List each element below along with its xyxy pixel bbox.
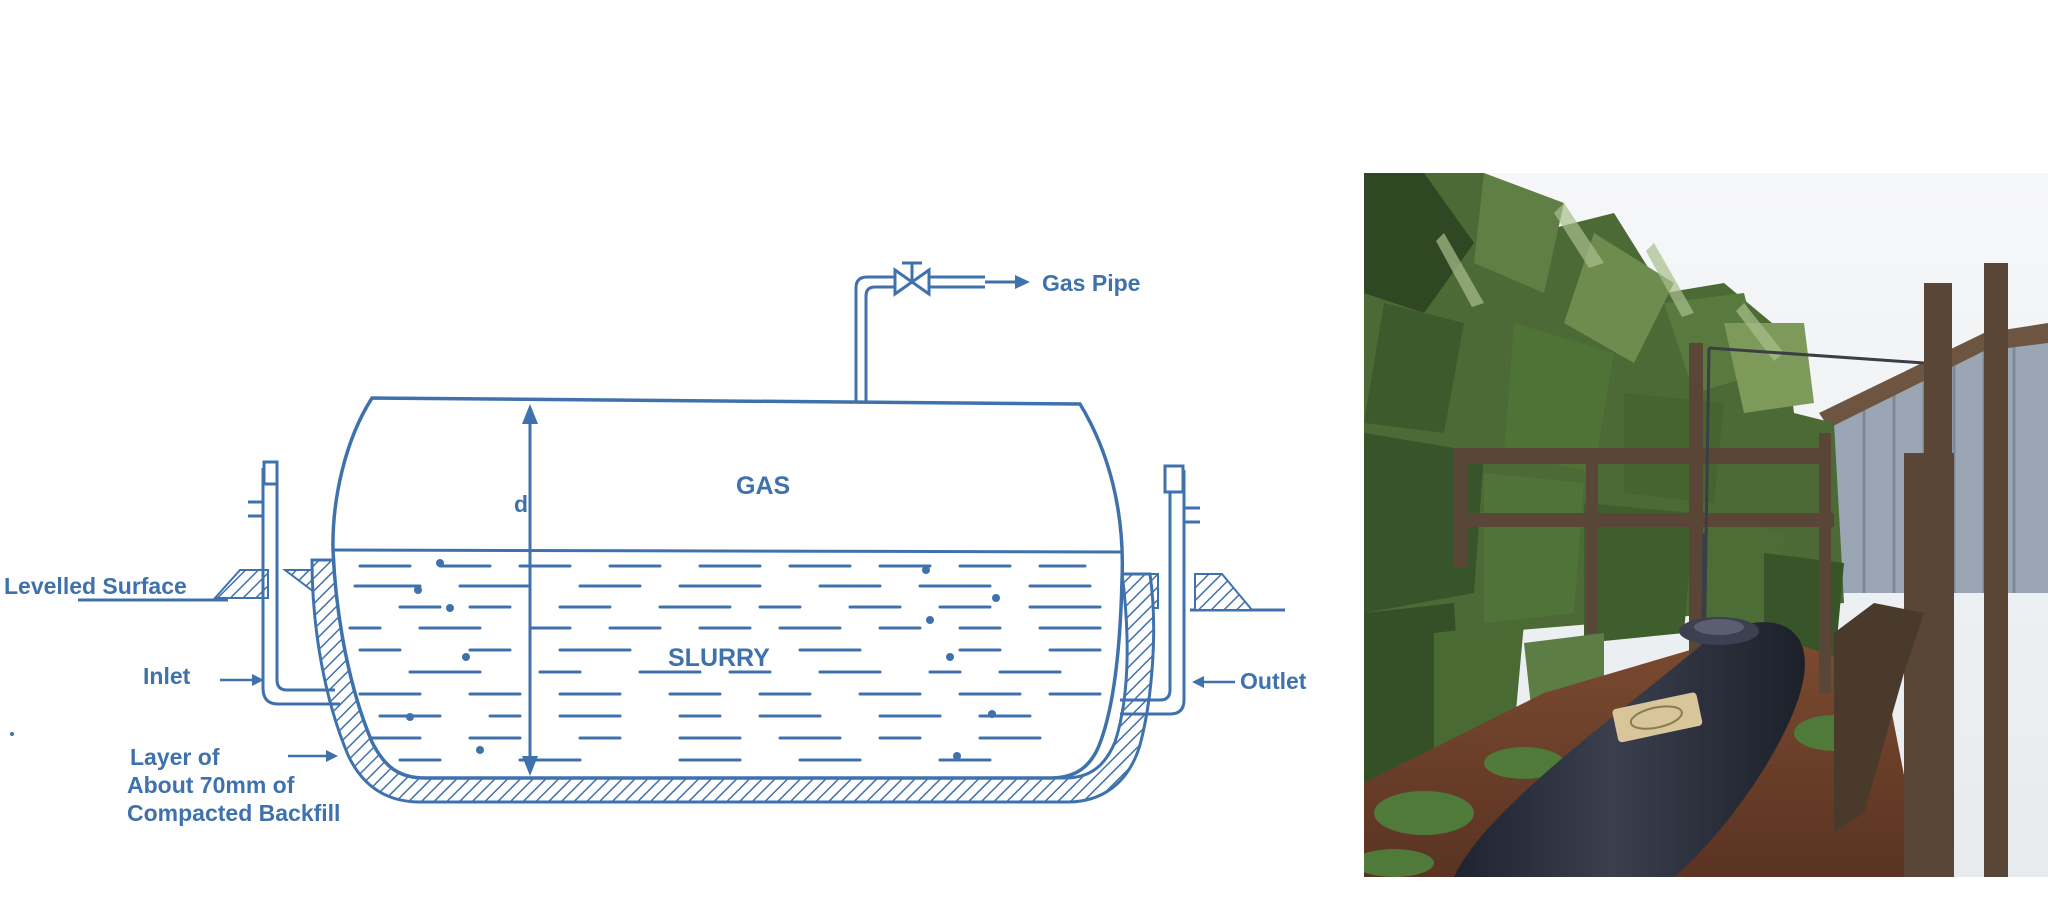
gas-pipe-arrowhead (1015, 275, 1030, 289)
levelled-surface-label: Levelled Surface (4, 573, 187, 599)
gas-pipe (854, 275, 1015, 402)
depth-label: d (514, 491, 528, 517)
biogas-bag (1454, 622, 1805, 877)
depth-dimension-arrow (522, 404, 538, 776)
label-arrows (220, 674, 1235, 762)
bag-label-sticker (1612, 692, 1703, 743)
outlet-pipe (1120, 464, 1200, 716)
slurry-label: SLURRY (668, 644, 770, 672)
gas-pipe-label: Gas Pipe (1042, 270, 1140, 296)
right-berm-mound (1194, 573, 1255, 611)
left-berm (212, 569, 269, 599)
biogas-bag-photo (1364, 173, 2048, 877)
backfill-label-line3: Compacted Backfill (127, 800, 340, 826)
inlet-pipe (248, 460, 340, 706)
bag-top-fitting-inner (1694, 619, 1744, 635)
digester-tank (331, 396, 1125, 780)
slurry-particles (406, 559, 1000, 760)
slurry-surface-line (332, 548, 1123, 554)
backfill-label-line1: Layer of (130, 744, 220, 770)
stray-mark (10, 732, 14, 736)
biogas-digester-diagram: Gas Pipe GAS SLURRY d Levelled Surface I… (4, 261, 1307, 826)
outlet-label: Outlet (1240, 668, 1307, 694)
leaf-highlights (1436, 203, 1784, 361)
gas-chamber-label: GAS (736, 472, 790, 500)
inlet-label: Inlet (143, 663, 191, 689)
gas-valve-icon (893, 261, 931, 297)
backfill-label-line2: About 70mm of (127, 772, 295, 798)
slurry-dashes (348, 564, 1102, 762)
